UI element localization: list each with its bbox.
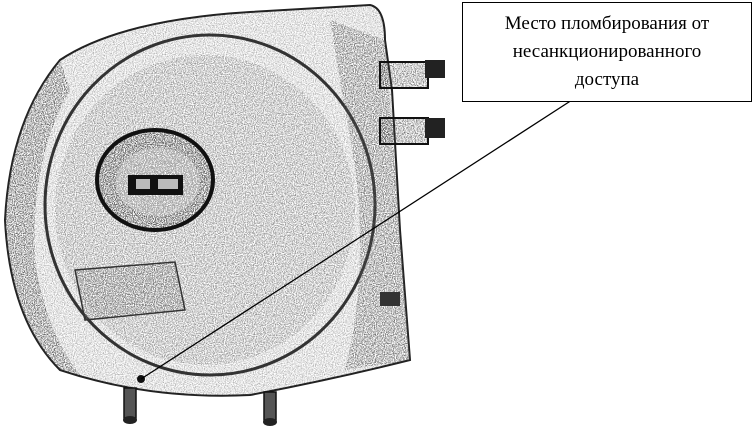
bottom-connectors xyxy=(123,387,277,426)
side-fittings xyxy=(379,60,445,306)
display-window xyxy=(95,128,215,232)
callout-leader-line xyxy=(140,99,573,380)
callout-text: Место пломбирования от несанкционированн… xyxy=(504,13,710,90)
nameplate xyxy=(74,261,186,321)
callout-box: Место пломбирования от несанкционированн… xyxy=(462,2,752,102)
